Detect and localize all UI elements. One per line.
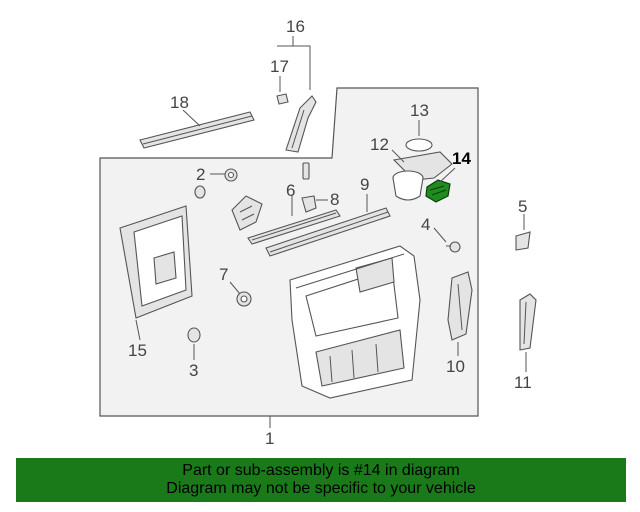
leader-lines — [135, 36, 527, 428]
callout-7[interactable]: 7 — [219, 265, 228, 284]
part-bracket[interactable] — [231, 195, 263, 231]
callout-1[interactable]: 1 — [265, 429, 274, 448]
callout-18[interactable]: 18 — [170, 93, 189, 112]
part-10-pull-handle[interactable] — [447, 271, 473, 341]
callout-16[interactable]: 16 — [286, 17, 305, 36]
part-18-trim-strip[interactable] — [139, 111, 255, 149]
part-12-cup-holder[interactable] — [392, 151, 453, 201]
door-trim-panel[interactable] — [289, 245, 421, 399]
part-3-plug[interactable] — [187, 327, 201, 343]
callout-14[interactable]: 14 — [452, 149, 471, 168]
part-6-seal-strip[interactable] — [247, 209, 341, 245]
part-14-highlighted[interactable] — [425, 179, 451, 203]
banner-line-2: Diagram may not be specific to your vehi… — [166, 480, 476, 497]
callout-4[interactable]: 4 — [421, 215, 430, 234]
part-4-screw[interactable] — [446, 241, 461, 253]
part-17-clip[interactable] — [276, 93, 289, 105]
part-tab[interactable] — [302, 162, 310, 180]
banner-line-1: Part or sub-assembly is #14 in diagram — [182, 462, 460, 479]
callout-9[interactable]: 9 — [360, 175, 369, 194]
callout-10[interactable]: 10 — [446, 357, 465, 376]
part-2-grommet[interactable] — [224, 168, 238, 182]
part-7-grommet[interactable] — [236, 291, 252, 307]
part-plug[interactable] — [194, 185, 206, 199]
callout-3[interactable]: 3 — [189, 361, 198, 380]
part-8-clip[interactable] — [301, 195, 317, 213]
callout-6[interactable]: 6 — [286, 181, 295, 200]
callout-5[interactable]: 5 — [518, 197, 527, 216]
callout-17[interactable]: 17 — [270, 57, 289, 76]
part-15-side-panel[interactable] — [119, 205, 193, 319]
callout-13[interactable]: 13 — [410, 101, 429, 120]
part-9-seal-strip[interactable] — [265, 207, 391, 257]
callout-labels: 16 17 18 13 12 14 2 6 8 9 4 5 7 15 3 10 … — [128, 17, 532, 448]
part-5-cap[interactable] — [515, 231, 531, 251]
callout-15[interactable]: 15 — [128, 341, 147, 360]
part-16-pillar-trim[interactable] — [285, 95, 317, 153]
part-11-trim[interactable] — [519, 293, 537, 351]
door-trim-exploded-diagram: 16 17 18 13 12 14 2 6 8 9 4 5 7 15 3 10 … — [99, 17, 537, 448]
callout-2[interactable]: 2 — [196, 165, 205, 184]
info-banner: Part or sub-assembly is #14 in diagram D… — [16, 458, 626, 502]
callout-8[interactable]: 8 — [330, 190, 339, 209]
part-13-ring[interactable] — [405, 138, 433, 152]
callout-11[interactable]: 11 — [514, 373, 532, 392]
callout-12[interactable]: 12 — [370, 135, 389, 154]
